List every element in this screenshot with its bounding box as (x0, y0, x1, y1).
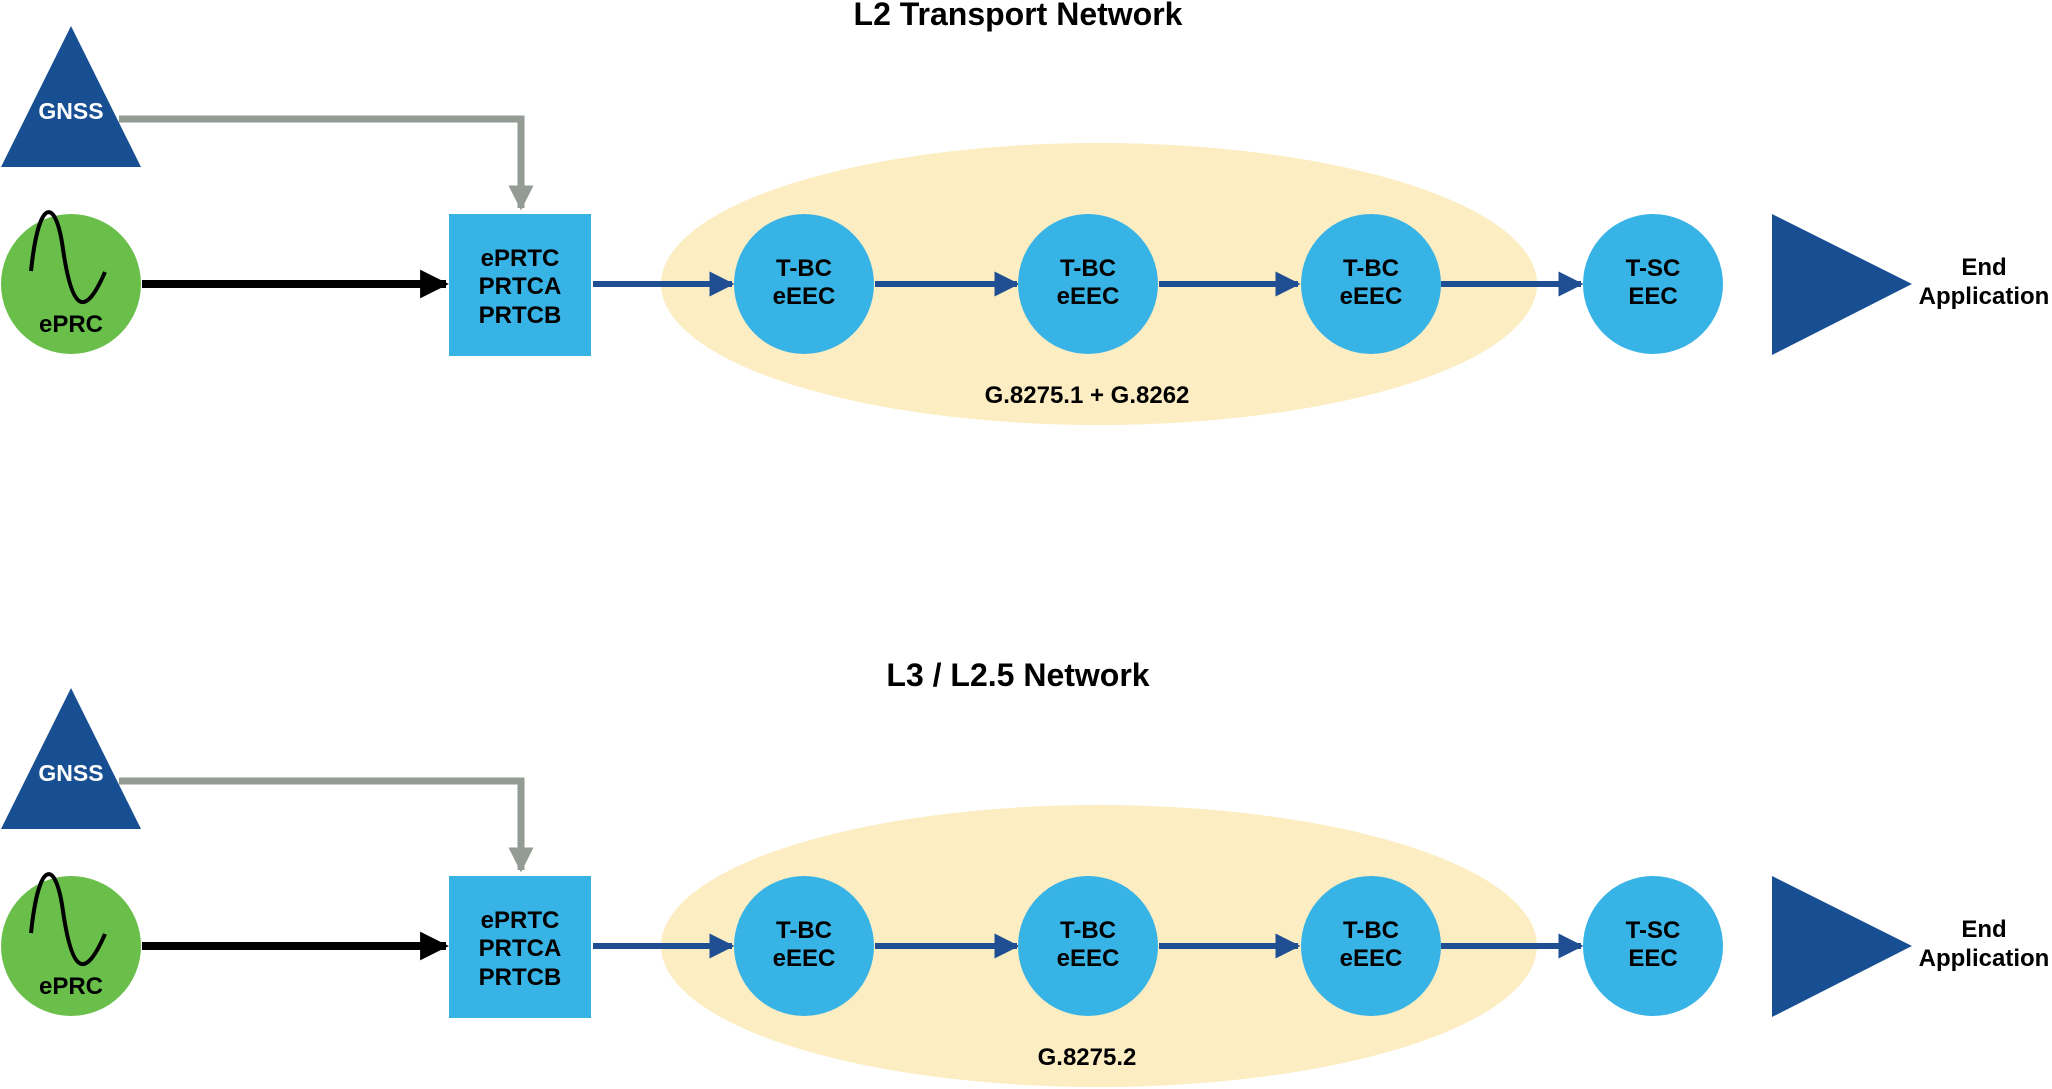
diagram-title: L2 Transport Network (854, 0, 1183, 32)
gnss-label: GNSS (38, 98, 103, 124)
clock-node: T-SC EEC (1583, 214, 1723, 354)
prtc-label: PRTCB (479, 302, 562, 329)
standard-label: G.8275.1 + G.8262 (985, 382, 1190, 409)
prtc-label: PRTCA (479, 935, 562, 962)
clock-node: T-BC eEEC (1301, 214, 1441, 354)
clock-node: T-BC eEEC (1301, 876, 1441, 1016)
node-label: T-SC (1626, 255, 1681, 282)
eprc-node: ePRC (1, 210, 141, 354)
node-label: T-BC (776, 255, 832, 282)
node-label: T-BC (776, 917, 832, 944)
end-application-icon (1772, 214, 1912, 355)
gnss-icon: GNSS (1, 26, 141, 167)
node-label: EEC (1628, 283, 1677, 310)
node-label: T-SC (1626, 917, 1681, 944)
diagram-l3-l25-network: L3 / L2.5 Network GNSS ePRC ePRTC PRTCA … (1, 657, 2049, 1087)
clock-node: T-BC eEEC (1018, 876, 1158, 1016)
end-label: End (1961, 254, 2006, 281)
sine-wave-icon (29, 210, 107, 305)
prtc-label: PRTCA (479, 273, 562, 300)
gnss-label: GNSS (38, 760, 103, 786)
node-label: eEEC (1057, 283, 1120, 310)
prtc-label: ePRTC (481, 907, 560, 934)
prtc-label: ePRTC (481, 245, 560, 272)
node-label: eEEC (773, 283, 836, 310)
clock-node: T-BC eEEC (734, 214, 874, 354)
node-label: EEC (1628, 945, 1677, 972)
diagram-title: L3 / L2.5 Network (886, 657, 1149, 693)
gnss-link-arrow (119, 777, 534, 873)
gnss-icon: GNSS (1, 688, 141, 829)
eprc-node: ePRC (1, 872, 141, 1016)
clock-node: T-BC eEEC (734, 876, 874, 1016)
sine-wave-icon (29, 872, 107, 967)
node-label: eEEC (773, 945, 836, 972)
node-label: T-BC (1060, 917, 1116, 944)
diagram-l2-transport-network: L2 Transport Network GNSS ePRC ePRTC PRT… (1, 0, 2049, 425)
node-label: eEEC (1340, 283, 1403, 310)
prtc-box: ePRTC PRTCA PRTCB (449, 214, 591, 356)
end-label: Application (1919, 283, 2050, 310)
node-label: T-BC (1343, 917, 1399, 944)
end-label: Application (1919, 945, 2050, 972)
standard-label: G.8275.2 (1038, 1044, 1137, 1071)
eprc-label: ePRC (39, 311, 103, 338)
end-label: End (1961, 916, 2006, 943)
eprc-label: ePRC (39, 973, 103, 1000)
end-application-icon (1772, 876, 1912, 1017)
node-label: eEEC (1057, 945, 1120, 972)
prtc-box: ePRTC PRTCA PRTCB (449, 876, 591, 1018)
gnss-link-arrow (119, 115, 534, 211)
node-label: T-BC (1060, 255, 1116, 282)
node-label: eEEC (1340, 945, 1403, 972)
clock-node: T-BC eEEC (1018, 214, 1158, 354)
node-label: T-BC (1343, 255, 1399, 282)
prtc-label: PRTCB (479, 964, 562, 991)
clock-node: T-SC EEC (1583, 876, 1723, 1016)
